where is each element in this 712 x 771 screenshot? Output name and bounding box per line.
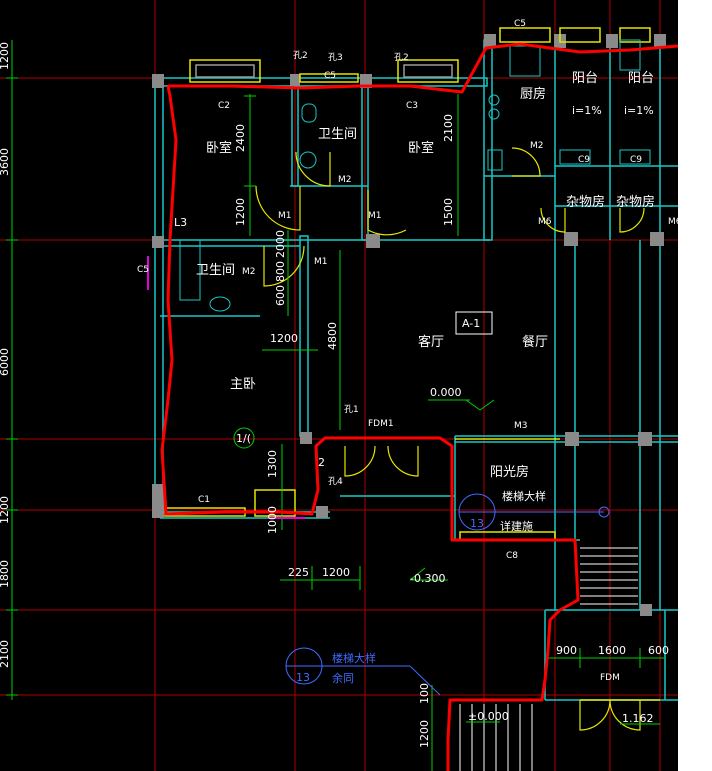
dim-1200-a: 1200 bbox=[234, 198, 247, 226]
fixtures bbox=[179, 39, 651, 312]
tag-hole3: 孔3 bbox=[328, 52, 343, 63]
dim-1600: 1600 bbox=[598, 644, 626, 657]
tag-c5-top: C5 bbox=[514, 19, 526, 29]
stair-ref-code: 13 bbox=[470, 517, 484, 530]
tag-l3: L3 bbox=[174, 216, 187, 229]
level-neg: -0.300 bbox=[410, 572, 445, 585]
dim-225: 225 bbox=[288, 566, 309, 579]
left-dim-6000: 6000 bbox=[0, 348, 11, 376]
room-label-living: 客厅 bbox=[418, 334, 444, 350]
stair-ref-bottom-code: 13 bbox=[296, 671, 310, 684]
tag-m1-c: M1 bbox=[314, 257, 328, 267]
floor-plan-svg: 卧室 卧室 卫生间 卫生间 厨房 阳台 阳台 i=1% i=1% 杂物房 杂物房… bbox=[0, 0, 678, 771]
tag-m2-a: M2 bbox=[338, 175, 352, 185]
level-pm: ±0.000 bbox=[468, 710, 509, 723]
left-dim-3600: 3600 bbox=[0, 148, 11, 176]
room-label-master-bedroom: 主卧 bbox=[230, 377, 256, 392]
left-dim-1200-b: 1200 bbox=[0, 496, 11, 524]
dim-1200-b: 1200 bbox=[270, 332, 298, 345]
columns bbox=[152, 34, 666, 616]
tag-code2: 2 bbox=[318, 456, 325, 469]
tag-hole2-b: 孔2 bbox=[394, 52, 409, 63]
dim-1200-c: 1200 bbox=[322, 566, 350, 579]
dim-600-b: 600 bbox=[648, 644, 669, 657]
tag-c9-a: C9 bbox=[578, 155, 590, 165]
room-label-bathroom-left: 卫生间 bbox=[196, 263, 235, 278]
left-dim-1200-top: 1200 bbox=[0, 42, 11, 70]
dim-800: 800 bbox=[274, 261, 287, 282]
tag-hole4: 孔4 bbox=[328, 476, 343, 487]
tag-c5-mid: C5 bbox=[324, 71, 336, 81]
room-label-storage-2: 杂物房 bbox=[616, 194, 655, 210]
dim-1200-d: 1200 bbox=[418, 720, 431, 748]
room-label-balcony-1: 阳台 bbox=[572, 71, 598, 86]
tag-m1-a: M1 bbox=[278, 211, 292, 221]
balcony-slope-2: i=1% bbox=[624, 104, 654, 117]
dim-1500: 1500 bbox=[442, 198, 455, 226]
room-label-bathroom-top: 卫生间 bbox=[318, 127, 357, 142]
dim-2100: 2100 bbox=[442, 114, 455, 142]
door-swings bbox=[255, 147, 645, 731]
tag-m2-c: M2 bbox=[530, 141, 544, 151]
dim-900: 900 bbox=[556, 644, 577, 657]
tag-hole1: 孔1 bbox=[344, 404, 359, 415]
stair-ref-title: 楼梯大样 bbox=[502, 489, 546, 503]
room-label-sunroom: 阳光房 bbox=[490, 464, 529, 480]
stair-ref-bottom-title: 楼梯大样 bbox=[332, 651, 376, 665]
tag-c5-left: C5 bbox=[137, 265, 149, 275]
red-markup-outline bbox=[160, 42, 678, 771]
balcony-slope-1: i=1% bbox=[572, 104, 602, 117]
stair-reference-markers bbox=[233, 427, 610, 696]
tag-c3: C3 bbox=[406, 101, 418, 111]
dim-1000: 1000 bbox=[266, 506, 279, 534]
left-dim-1800: 1800 bbox=[0, 560, 11, 588]
room-label-bedroom-left: 卧室 bbox=[206, 140, 232, 156]
level-1162: 1.162 bbox=[622, 712, 654, 725]
dim-600: 600 bbox=[274, 285, 287, 306]
room-label-balcony-2: 阳台 bbox=[628, 71, 654, 86]
tag-fdm1: FDM1 bbox=[368, 419, 394, 429]
room-label-bedroom-right: 卧室 bbox=[408, 140, 434, 156]
tag-c2: C2 bbox=[218, 101, 230, 111]
cad-drawing-canvas[interactable]: 卧室 卧室 卫生间 卫生间 厨房 阳台 阳台 i=1% i=1% 杂物房 杂物房… bbox=[0, 0, 678, 771]
tag-m2-b: M2 bbox=[242, 267, 256, 277]
tag-c9-b: C9 bbox=[630, 155, 642, 165]
dim-2000: 2000 bbox=[274, 230, 287, 258]
left-dimension-lines bbox=[6, 40, 18, 700]
tag-fdm: FDM bbox=[600, 673, 620, 683]
tag-code-l: 1/( bbox=[236, 432, 251, 445]
level-0: 0.000 bbox=[430, 386, 462, 399]
room-label-storage-1: 杂物房 bbox=[566, 194, 605, 210]
room-label-dining: 餐厅 bbox=[522, 334, 548, 350]
dim-4800: 4800 bbox=[326, 322, 339, 350]
tag-a1: A-1 bbox=[462, 317, 480, 330]
room-label-kitchen: 厨房 bbox=[520, 86, 546, 102]
tag-c8: C8 bbox=[506, 551, 518, 561]
tag-m1-b: M1 bbox=[368, 211, 382, 221]
tag-m3: M3 bbox=[514, 421, 528, 431]
stair-treads bbox=[459, 547, 638, 771]
dimension-lines bbox=[244, 94, 665, 771]
a1-tag-box bbox=[455, 311, 493, 335]
dim-2400: 2400 bbox=[234, 124, 247, 152]
stair-ref-bottom-sub: 余同 bbox=[332, 671, 354, 685]
stair-ref-sub: 详建施 bbox=[500, 519, 533, 533]
tag-m6-a: M6 bbox=[538, 217, 552, 227]
dim-100: 100 bbox=[418, 683, 431, 704]
tag-m6-b: M6 bbox=[668, 217, 678, 227]
tag-c1: C1 bbox=[198, 495, 210, 505]
dim-1300: 1300 bbox=[266, 450, 279, 478]
left-dim-2100: 2100 bbox=[0, 640, 11, 668]
tag-hole2-a: 孔2 bbox=[293, 50, 308, 61]
